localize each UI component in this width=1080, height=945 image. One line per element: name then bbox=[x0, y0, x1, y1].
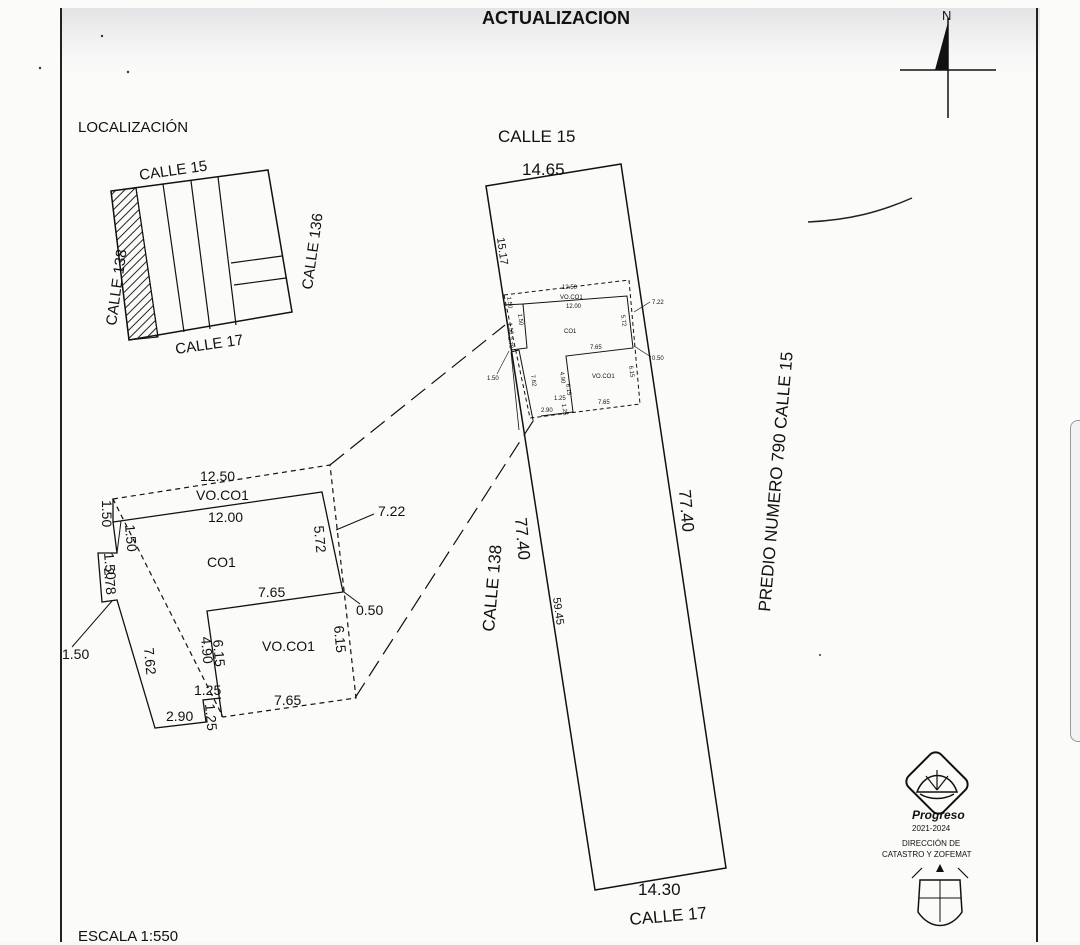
detail-left-4: 2.78 bbox=[101, 567, 119, 596]
lot-top-offset: 15.17 bbox=[494, 237, 510, 266]
small-leader-left: 1.50 bbox=[487, 376, 499, 382]
small-top-inner: 12.00 bbox=[566, 304, 582, 310]
detail-left-3: 1.50 bbox=[101, 552, 119, 581]
lot-inner-length: 59.45 bbox=[550, 597, 566, 626]
frame-left-border bbox=[60, 8, 62, 942]
location-title: LOCALIZACIÓN bbox=[78, 119, 189, 136]
small-top-outer: 12.50 bbox=[562, 285, 578, 291]
location-street-right: CALLE 136 bbox=[299, 212, 327, 290]
seal-dept-line2: CATASTRO Y ZOFEMAT bbox=[882, 850, 972, 859]
progreso-emblem-icon bbox=[905, 751, 969, 815]
small-vo2-left: 4.90 bbox=[558, 371, 566, 384]
lot-side-right: 77.40 bbox=[675, 489, 698, 533]
detail-top-outer: 12.50 bbox=[200, 468, 235, 484]
small-left-1: 1.50 bbox=[505, 296, 513, 309]
small-left-2: 1.50 bbox=[516, 313, 524, 326]
north-arrow-icon: N bbox=[900, 8, 996, 118]
detail-leader-left: 1.50 bbox=[62, 646, 89, 662]
small-step-v: 1.25 bbox=[560, 403, 568, 416]
municipal-seal: Progreso 2021-2024 DIRECCIÓN DE CATASTRO… bbox=[882, 751, 972, 927]
seal-name: Progreso bbox=[912, 808, 965, 822]
small-co1-label: CO1 bbox=[564, 329, 577, 335]
small-bottom-left: 2.90 bbox=[541, 408, 553, 414]
north-label: N bbox=[942, 8, 951, 23]
frame-right-border bbox=[1036, 8, 1038, 942]
detail-left-1: 1.50 bbox=[99, 500, 115, 527]
scale-label: ESCALA 1:550 bbox=[78, 928, 179, 945]
lot-side-left: 77.40 bbox=[511, 517, 534, 561]
small-right-1: 5.72 bbox=[619, 314, 627, 327]
seal-dept-line1: DIRECCIÓN DE bbox=[902, 839, 960, 848]
detail-right-gap: 0.50 bbox=[356, 602, 383, 618]
detail-co1-label: CO1 bbox=[207, 554, 236, 570]
scan-shadow bbox=[60, 8, 1040, 78]
lot-street-bottom: CALLE 17 bbox=[629, 903, 708, 929]
detail-vo2-left: 4.90 bbox=[198, 636, 216, 665]
lot-front-bottom: 14.30 bbox=[638, 880, 681, 899]
detail-left-long: 7.62 bbox=[141, 647, 159, 676]
lot-construction-small: 12.50 VO.CO1 12.00 CO1 7.65 VO.CO1 7.65 … bbox=[487, 279, 664, 419]
detail-left-2: 1.50 bbox=[122, 524, 140, 553]
construction-detail bbox=[71, 464, 375, 729]
detail-right-1: 5.72 bbox=[311, 525, 329, 554]
scrollbar[interactable] bbox=[1070, 420, 1080, 742]
detail-bottom-left: 2.90 bbox=[166, 708, 193, 724]
small-left-long: 7.62 bbox=[529, 374, 537, 387]
lot-front-top: 14.65 bbox=[522, 160, 565, 179]
location-street-bottom: CALLE 17 bbox=[174, 332, 244, 358]
detail-vo-label: VO.CO1 bbox=[196, 487, 249, 503]
detail-right-leader: 7.22 bbox=[378, 503, 405, 519]
location-map: CALLE 15 CALLE 17 CALLE 138 CALLE 136 bbox=[103, 158, 327, 358]
lot-outline bbox=[485, 163, 727, 891]
seal-years: 2021-2024 bbox=[912, 824, 951, 833]
small-step-h: 1.25 bbox=[554, 396, 566, 402]
small-vo2-label: VO.CO1 bbox=[592, 374, 615, 380]
scan-mark bbox=[807, 197, 913, 223]
small-vo2-right: 6.15 bbox=[627, 365, 635, 378]
coat-of-arms-icon bbox=[911, 864, 969, 927]
small-vo-label: VO.CO1 bbox=[560, 295, 583, 301]
detail-step-v: 1.25 bbox=[202, 703, 220, 732]
projection-line-top bbox=[329, 324, 506, 466]
detail-bottom-width: 7.65 bbox=[274, 692, 301, 708]
lot-street-left: CALLE 138 bbox=[479, 544, 506, 632]
detail-top-inner: 12.00 bbox=[208, 509, 243, 525]
small-right-leader: 7.22 bbox=[652, 300, 664, 306]
projection-line-bottom bbox=[354, 417, 536, 699]
detail-vo2-right: 6.15 bbox=[331, 625, 349, 654]
small-mid-width: 7.65 bbox=[590, 345, 602, 351]
plan-title: ACTUALIZACION bbox=[482, 8, 630, 28]
detail-mid-width: 7.65 bbox=[258, 584, 285, 600]
small-left-4: 2.78 bbox=[506, 336, 514, 349]
small-right-gap: 0.50 bbox=[652, 356, 664, 362]
detail-vo2-label: VO.CO1 bbox=[262, 638, 315, 654]
detail-step-h: 1.25 bbox=[194, 682, 221, 698]
small-vo2-left-b: 6.15 bbox=[564, 383, 572, 396]
lot-neighbor-label: PREDIO NUMERO 790 CALLE 15 bbox=[755, 351, 797, 612]
small-bottom-width: 7.65 bbox=[598, 400, 610, 406]
lot-street-top: CALLE 15 bbox=[498, 127, 576, 146]
small-left-3: 1.50 bbox=[506, 322, 514, 335]
detail-vo2-left-b: 6.15 bbox=[210, 639, 228, 668]
